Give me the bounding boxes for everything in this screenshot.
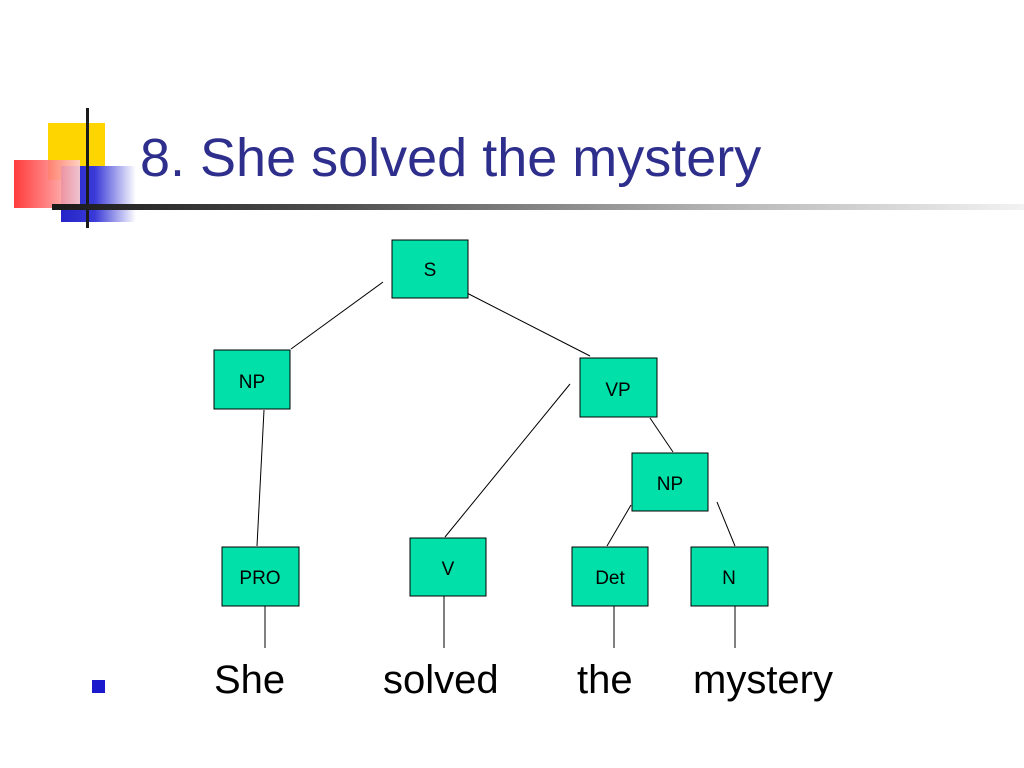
node-v: V: [409, 537, 487, 597]
node-v-label: V: [442, 559, 455, 580]
decorative-logo: [0, 0, 160, 240]
vertical-rule: [86, 108, 89, 228]
edge-np-n: [716, 501, 736, 547]
title-underline: [52, 204, 1024, 210]
edge-vp-v: [444, 383, 571, 538]
edge-vp-np: [649, 417, 674, 453]
sentence-word-solved: solved: [383, 658, 499, 702]
edge-np-pro: [256, 409, 265, 547]
node-vp: VP: [579, 357, 658, 418]
edge-np-det: [606, 504, 632, 547]
node-pro-label: PRO: [239, 568, 280, 589]
node-np-object-label: NP: [657, 474, 683, 495]
node-vp-label: VP: [605, 380, 630, 401]
red-square: [14, 160, 80, 208]
node-n-label: N: [722, 568, 736, 589]
node-det-label: Det: [595, 568, 625, 589]
sentence-word-mystery: mystery: [693, 658, 833, 702]
edge-s-vp: [460, 289, 591, 357]
node-n: N: [690, 546, 769, 607]
sentence-word-the: the: [577, 658, 633, 702]
bullet-square: [92, 680, 105, 693]
node-np-object: NP: [631, 452, 709, 512]
node-np-subject: NP: [213, 349, 291, 410]
node-s: S: [391, 239, 469, 299]
node-np-subject-label: NP: [239, 372, 265, 393]
node-s-label: S: [424, 260, 437, 281]
sentence-word-she: She: [214, 658, 286, 702]
edge-s-np: [290, 281, 384, 350]
node-det: Det: [571, 546, 649, 607]
node-pro: PRO: [221, 546, 300, 607]
page-title: 8. She solved the mystery: [140, 128, 762, 188]
